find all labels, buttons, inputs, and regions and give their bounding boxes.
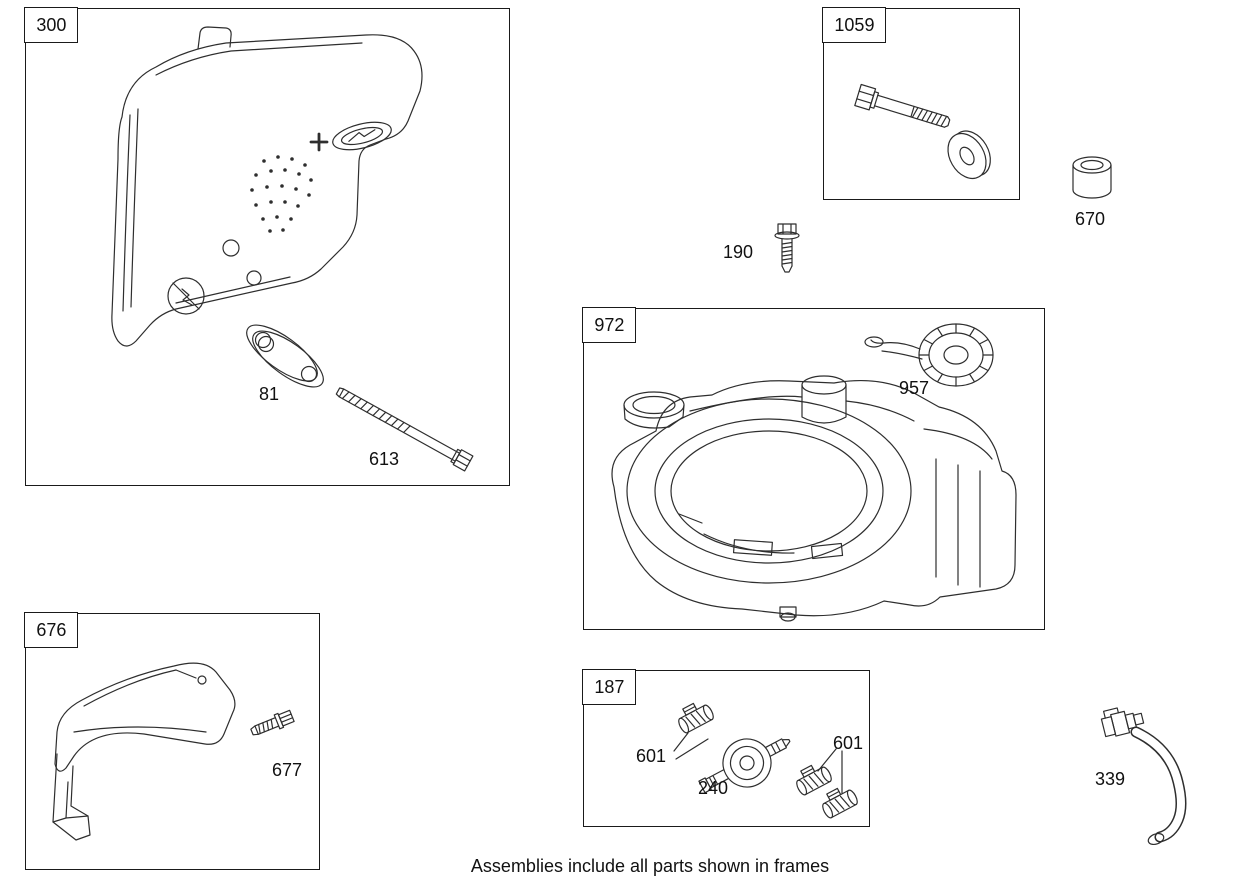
- washer-illustration: [947, 130, 991, 180]
- screw-613-illustration: [335, 387, 474, 472]
- frame-blower-housing: 972 957: [582, 307, 1045, 630]
- spacer-670-illustration: [1072, 156, 1112, 199]
- oil-fill-boss-illustration: [623, 391, 685, 429]
- frame-number-676: 676: [24, 612, 79, 649]
- oval-logo-icon: [332, 121, 392, 151]
- hose-clamp-left-illustration: [672, 696, 716, 735]
- frame-number-972: 972: [582, 307, 637, 344]
- part-number-601-left: 601: [635, 746, 667, 766]
- part-number-240: 240: [697, 778, 729, 798]
- hose-clamp-right2-illustration: [816, 781, 860, 820]
- hex-bolt-illustration: [854, 83, 951, 128]
- muffler-perforations: [250, 155, 313, 233]
- part-number-601-right: 601: [832, 733, 864, 753]
- part-number-677: 677: [271, 760, 303, 780]
- muffler-assembly-illustration: [111, 26, 474, 472]
- footer-note: Assemblies include all parts shown in fr…: [470, 856, 830, 876]
- part-number-81: 81: [258, 384, 280, 404]
- screw-190-illustration: [774, 223, 800, 273]
- cover-illustration: [52, 662, 236, 841]
- part-number-339: 339: [1094, 769, 1126, 789]
- part-number-613: 613: [368, 449, 400, 469]
- frame-fuel-filter-kit: 187 601 240 601: [582, 669, 870, 827]
- hose-clamp-right-illustration: [790, 758, 834, 797]
- fuel-filter-kit-illustration: [672, 696, 860, 820]
- frame-screw-washer: 1059: [822, 7, 1020, 200]
- leader-601-right: [817, 748, 843, 794]
- frame-number-300: 300: [24, 7, 79, 44]
- fuel-hose-end: [1147, 832, 1165, 846]
- fuel-cap-957-illustration: [864, 323, 994, 387]
- leader-601-left: [673, 732, 709, 760]
- gasket-81-illustration: [246, 324, 324, 388]
- frame-number-187: 187: [582, 669, 637, 706]
- part-number-670: 670: [1074, 209, 1106, 229]
- screw-677-illustration: [250, 709, 295, 736]
- screw-washer-illustration: [854, 83, 991, 180]
- blower-housing-illustration: [611, 323, 1017, 622]
- part-number-190: 190: [722, 242, 754, 262]
- frame-muffler-assembly: 300 81 613: [24, 7, 510, 486]
- cover-guard-illustration: [52, 662, 295, 841]
- frame-number-1059: 1059: [822, 7, 887, 44]
- fuel-filter-240-illustration: [698, 738, 791, 794]
- no-spark-warning-icon: [167, 277, 205, 315]
- filler-neck-illustration: [801, 375, 847, 424]
- part-number-957: 957: [898, 378, 930, 398]
- frame-cover-guard: 676 677: [24, 612, 320, 870]
- fuel-line-339-illustration: [1100, 707, 1187, 846]
- fuel-hose-inner: [1132, 728, 1185, 841]
- plus-mark-icon: [309, 132, 329, 152]
